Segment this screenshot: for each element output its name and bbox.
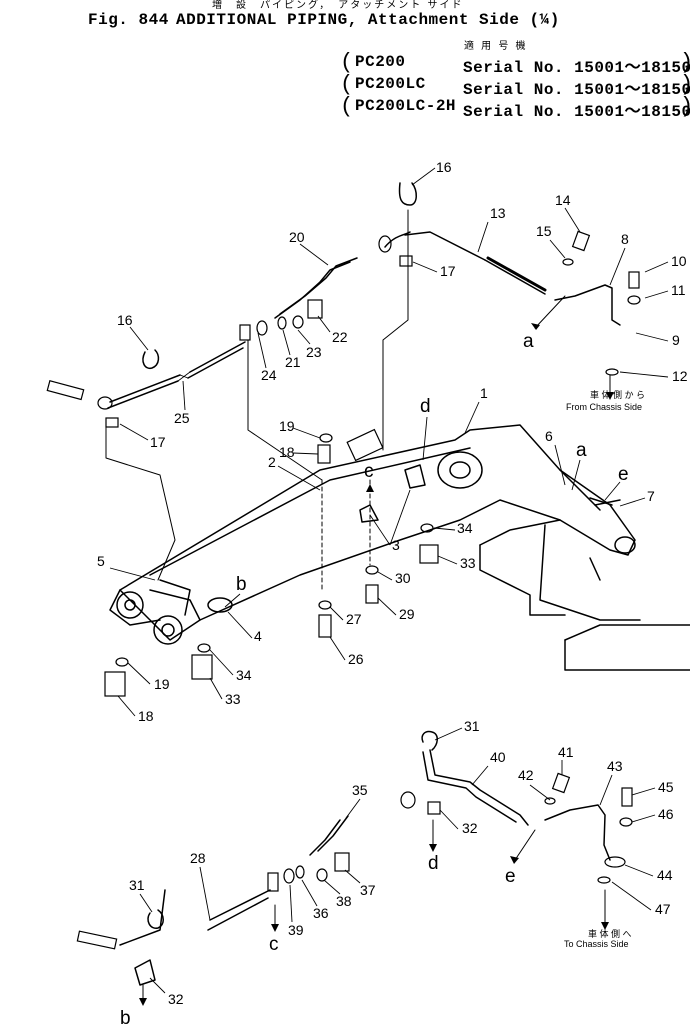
callout-number: 34 (457, 520, 473, 536)
callout-number: 35 (352, 782, 368, 798)
callout-letter: b (120, 1008, 131, 1026)
callout-number: 2 (268, 454, 276, 470)
callout-number: 32 (462, 820, 478, 836)
arrow-heads (139, 323, 614, 1006)
callout-number: 18 (138, 708, 154, 724)
callout-number: 41 (558, 744, 574, 760)
figure-number: Fig. 844 (88, 11, 169, 29)
callout-number: 38 (336, 893, 352, 909)
callout-number: 46 (658, 806, 674, 822)
to-chassis-jp: 車 体 側 へ (588, 928, 632, 939)
callout-letter: d (420, 396, 431, 417)
callout-number: 18 (279, 444, 295, 460)
callout-number: 9 (672, 332, 680, 348)
callout-letter: c (269, 934, 279, 955)
callout-number: 30 (395, 570, 411, 586)
callout-number: 21 (285, 354, 301, 370)
callout-number: 37 (360, 882, 376, 898)
model-serial: Serial No. 15001～18150 (463, 81, 690, 99)
to-chassis-label: To Chassis Side (564, 939, 629, 949)
model-name: PC200LC-2H (355, 97, 457, 115)
callout-labels: 16 13 14 15 8 10 11 20 9 12 16 17 21 23 … (97, 159, 688, 1026)
callout-letter: a (523, 331, 534, 352)
callout-number: 27 (346, 611, 362, 627)
callout-number: 6 (545, 428, 553, 444)
model-name: PC200 (355, 53, 406, 71)
callout-letter: e (618, 464, 629, 485)
callout-number: 8 (621, 231, 629, 247)
callout-letter: c (364, 461, 374, 482)
japanese-title: 増 設 パイピング， アタッチメント サイド (212, 0, 464, 11)
callout-number: 10 (671, 253, 687, 269)
callout-number: 22 (332, 329, 348, 345)
callout-number: 31 (464, 718, 480, 734)
callout-number: 11 (671, 282, 686, 298)
callout-number: 34 (236, 667, 252, 683)
model-serial: Serial No. 15001～18150 (463, 103, 690, 121)
lower-leaders (142, 819, 606, 1004)
callout-leaders (109, 167, 669, 994)
callout-number: 40 (490, 749, 506, 765)
callout-number: 33 (225, 691, 241, 707)
from-chassis-label: From Chassis Side (566, 402, 642, 412)
callout-number: 7 (647, 488, 655, 504)
callout-number: 4 (254, 628, 262, 644)
callout-number: 45 (658, 779, 674, 795)
callout-number: 29 (399, 606, 415, 622)
model-serial: Serial No. 15001～18150 (463, 59, 690, 77)
lower-piping (119, 730, 611, 986)
callout-number: 13 (490, 205, 506, 221)
from-chassis-jp: 車 体 側 か ら (590, 389, 645, 400)
callout-number: 19 (154, 676, 170, 692)
figure-title: ADDITIONAL PIPING, Attachment Side (¼) (176, 11, 560, 29)
callout-number: 3 (392, 537, 400, 553)
callout-number: 17 (150, 434, 166, 450)
chassis-silhouette (479, 519, 690, 671)
model-name: PC200LC (355, 75, 426, 93)
boom-body (109, 424, 636, 645)
callout-letter: d (428, 853, 439, 874)
callout-number: 43 (607, 758, 623, 774)
callout-number: 19 (279, 418, 295, 434)
callout-number: 16 (117, 312, 133, 328)
callout-number: 1 (480, 385, 488, 401)
callout-number: 5 (97, 553, 105, 569)
callout-number: 39 (288, 922, 304, 938)
callout-number: 15 (536, 223, 552, 239)
callout-number: 31 (129, 877, 145, 893)
callout-number: 25 (174, 410, 190, 426)
callout-number: 17 (440, 263, 456, 279)
applicable-models-jp: 適 用 号 機 (464, 41, 528, 52)
callout-letter: b (236, 574, 247, 595)
callout-letter: e (505, 866, 516, 887)
callout-number: 47 (655, 901, 671, 917)
upper-leaders (105, 209, 611, 591)
callout-number: 42 (518, 767, 534, 783)
callout-number: 20 (289, 229, 305, 245)
callout-number: 23 (306, 344, 322, 360)
callout-letter: a (576, 440, 587, 461)
callout-number: 33 (460, 555, 476, 571)
callout-number: 24 (261, 367, 277, 383)
callout-number: 36 (313, 905, 329, 921)
callout-number: 28 (190, 850, 206, 866)
callout-number: 26 (348, 651, 364, 667)
callout-number: 44 (657, 867, 673, 883)
callout-number: 14 (555, 192, 571, 208)
upper-piping (107, 182, 621, 409)
callout-number: 32 (168, 991, 184, 1007)
chassis-notes: 車 体 側 か ら From Chassis Side 車 体 側 へ To C… (564, 389, 645, 949)
callout-number: 12 (672, 368, 688, 384)
callout-number: 16 (436, 159, 452, 175)
